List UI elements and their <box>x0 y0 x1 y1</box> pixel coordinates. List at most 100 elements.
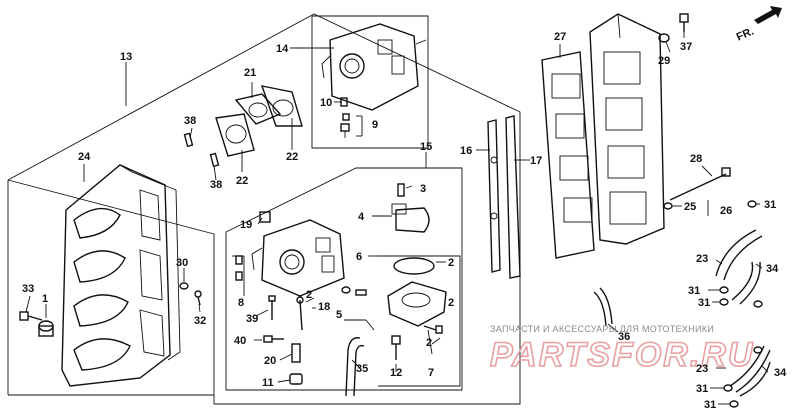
gasket-17 <box>505 115 521 279</box>
gasket-22-upper <box>260 85 303 127</box>
callout-2-side: 2 <box>448 297 454 309</box>
callout-11: 11 <box>262 377 274 389</box>
jets-8 <box>235 255 243 281</box>
callout-7: 7 <box>428 367 434 379</box>
callout-9: 9 <box>372 119 378 131</box>
gasket-22-lower <box>215 113 255 157</box>
callout-28: 28 <box>690 153 702 165</box>
leader-lines <box>25 32 769 405</box>
callout-38-upper: 38 <box>184 115 196 127</box>
callout-33: 33 <box>22 283 34 295</box>
callout-24: 24 <box>78 151 91 163</box>
reed-plate-27 <box>541 51 595 259</box>
callout-34-upper: 34 <box>766 263 779 275</box>
hose-23-upper <box>715 229 763 281</box>
washer-2-small <box>341 286 367 296</box>
assembly-frame-13 <box>7 13 521 405</box>
callout-17: 17 <box>530 155 542 167</box>
bolt-28 <box>669 167 731 201</box>
callout-21: 21 <box>244 67 256 79</box>
bowl-gasket-2 <box>393 257 435 275</box>
callout-31-b: 31 <box>688 285 700 297</box>
callout-20: 20 <box>264 355 276 367</box>
callout-37: 37 <box>680 41 692 53</box>
callout-27: 27 <box>554 31 566 43</box>
callout-2-mid: 2 <box>306 289 312 301</box>
plug-30 <box>179 282 189 290</box>
callout-15: 15 <box>420 141 432 153</box>
callout-35: 35 <box>356 363 368 375</box>
callout-16: 16 <box>460 145 472 157</box>
callout-26: 26 <box>720 205 732 217</box>
dowel-pin-38a <box>183 132 194 148</box>
screw-39 <box>268 295 276 320</box>
callout-31-d: 31 <box>696 383 708 395</box>
subassembly-frame-14 <box>311 15 429 149</box>
watermark-tagline: ЗАПЧАСТИ И АКСЕССУАРЫ ДЛЯ МОТОТЕХНИКИ <box>490 324 714 334</box>
hose-35 <box>345 337 365 397</box>
callout-12: 12 <box>390 367 402 379</box>
callout-36: 36 <box>618 331 630 343</box>
plug-19 <box>259 211 271 223</box>
float-bowl <box>387 281 447 327</box>
washer-29 <box>658 33 670 43</box>
callout-3: 3 <box>420 183 426 195</box>
screw-40 <box>263 335 284 343</box>
callout-1: 1 <box>42 293 48 305</box>
callout-4: 4 <box>358 211 365 223</box>
gasket-16 <box>487 119 501 273</box>
hose-36 <box>593 287 613 327</box>
callout-22-upper: 22 <box>286 151 298 163</box>
callout-22-lower: 22 <box>236 175 248 187</box>
needle-9 <box>340 113 350 138</box>
front-direction-arrow-icon <box>754 6 782 24</box>
callout-23-upper: 23 <box>696 253 708 265</box>
shaft-18 <box>296 296 304 331</box>
callout-18: 18 <box>318 301 330 313</box>
washer-1 <box>38 320 54 337</box>
subassembly-frame-15 <box>225 167 463 391</box>
front-direction-label: FR. <box>735 25 756 43</box>
callout-40: 40 <box>234 335 246 347</box>
needle-valve-3 <box>397 183 405 197</box>
screw-32 <box>194 290 202 306</box>
subassembly-frame-6 <box>378 255 461 387</box>
washer-25 <box>663 202 673 210</box>
callout-numbers: 13 14 10 9 21 22 22 38 38 24 33 1 30 32 … <box>22 31 787 411</box>
cap-11 <box>289 373 303 385</box>
callout-29: 29 <box>658 55 670 67</box>
callout-13: 13 <box>120 51 132 63</box>
callout-31-c: 31 <box>698 297 710 309</box>
callout-6: 6 <box>356 251 362 263</box>
callout-23-lower: 23 <box>696 363 708 375</box>
bolt-12 <box>391 335 401 360</box>
dowel-pin-38b <box>209 152 220 168</box>
callout-38-lower: 38 <box>210 179 222 191</box>
carburetor-upper <box>321 23 427 111</box>
callout-14: 14 <box>276 43 289 55</box>
callout-34-lower: 34 <box>774 367 787 379</box>
drain-screw-7 <box>423 325 443 334</box>
callout-39: 39 <box>246 313 258 325</box>
bolt-37 <box>679 13 689 32</box>
reed-valve-block <box>589 13 665 245</box>
bolt-33 <box>19 311 43 321</box>
callout-8: 8 <box>238 297 244 309</box>
hose-34-lower <box>739 361 771 397</box>
callout-19: 19 <box>240 219 252 231</box>
intake-manifold-24 <box>61 164 181 387</box>
callout-2-drain: 2 <box>426 337 432 349</box>
callout-31-a: 31 <box>764 199 776 211</box>
nipple-20 <box>291 343 301 363</box>
carburetor-lower <box>251 219 345 297</box>
callout-2-float: 2 <box>448 257 454 269</box>
callout-32: 32 <box>194 315 206 327</box>
watermark-brand: PARTSFOR.RU <box>490 336 754 374</box>
callout-31-e: 31 <box>704 399 716 411</box>
float-4 <box>391 203 430 233</box>
callout-5: 5 <box>336 309 342 321</box>
callout-30: 30 <box>176 257 188 269</box>
gasket-21 <box>234 93 282 125</box>
callout-10: 10 <box>320 97 332 109</box>
